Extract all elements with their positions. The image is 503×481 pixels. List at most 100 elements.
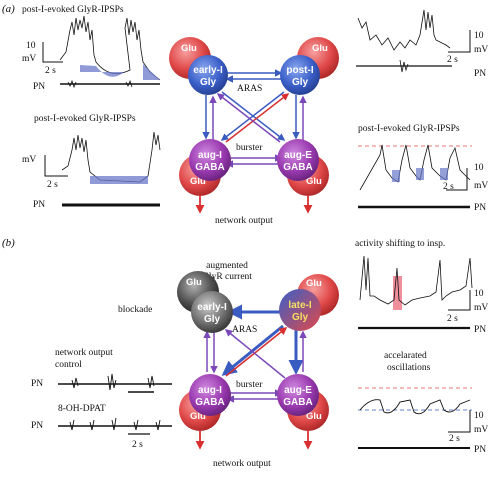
b-node-late-i (279, 289, 321, 331)
b-pn-drug: PN (31, 421, 43, 431)
b-trace-activity (358, 255, 473, 330)
b-pn-control: PN (31, 379, 43, 389)
panel-b-label: (b) (2, 237, 15, 249)
svg-text:Gly: Gly (200, 77, 217, 88)
svg-text:Glu: Glu (306, 411, 322, 422)
a-node-aug-e (277, 139, 319, 181)
svg-text:PN: PN (474, 445, 486, 455)
svg-text:10: 10 (26, 41, 36, 51)
a-ipsp-fill-1 (80, 65, 124, 77)
b-accel-line1: accelarated (384, 351, 427, 361)
a-node-aug-i (189, 139, 231, 181)
b-trace-control (58, 373, 172, 393)
svg-text:2 s: 2 s (447, 314, 458, 324)
a-scale-bottom-right: 10 mV 2 s PN (443, 163, 488, 213)
b-trace-accel (358, 387, 472, 449)
svg-text:PN: PN (474, 203, 486, 213)
a-pn-bottom-left: PN (33, 200, 45, 210)
svg-text:10: 10 (474, 411, 484, 421)
svg-text:early-I: early-I (193, 65, 223, 76)
a-scale-bottom-left: mV 2 s (22, 155, 68, 190)
b-arrow-late-to-augi (221, 324, 284, 376)
svg-text:Gly: Gly (204, 314, 221, 325)
a-scale-top-right: 10 mV 2 s PN (447, 30, 488, 79)
svg-text:10: 10 (474, 163, 484, 173)
b-burster-label: burster (236, 380, 263, 390)
network-b: Glu Glu Glu Glu early-I Gly late-I Gly a… (177, 271, 339, 469)
a-ipsp-fill-3 (90, 176, 148, 184)
a-burster-label: burster (236, 143, 263, 153)
svg-text:Glu: Glu (190, 176, 206, 187)
panel-a-label: (a) (2, 3, 15, 15)
b-blockade: blockade (118, 305, 152, 315)
svg-text:2 s: 2 s (132, 440, 143, 450)
svg-text:aug-E: aug-E (284, 385, 312, 396)
b-aras-label: ARAS (232, 325, 257, 335)
a-ipsp-fill-2 (143, 64, 160, 80)
svg-text:PN: PN (474, 325, 486, 335)
svg-text:Glu: Glu (306, 278, 322, 289)
a-node-post-i (280, 55, 320, 95)
svg-text:2 s: 2 s (45, 66, 56, 76)
b-drug-label: 8-OH-DPAT (58, 404, 106, 414)
svg-text:late-I: late-I (288, 300, 312, 311)
svg-text:mV: mV (22, 54, 36, 64)
network-a: Glu Glu Glu Glu early-I Gly post-I Gly a… (169, 37, 339, 226)
svg-text:PN: PN (474, 69, 486, 79)
b-highlight-bar (393, 276, 402, 310)
b-scale-activity: 10 mV 2 s PN (447, 289, 488, 335)
svg-text:2 s: 2 s (449, 434, 460, 444)
svg-text:Glu: Glu (181, 43, 197, 54)
svg-text:GABA: GABA (195, 162, 224, 173)
svg-text:Gly: Gly (292, 312, 309, 323)
svg-text:10: 10 (474, 31, 484, 41)
svg-text:Gly: Gly (292, 77, 309, 88)
svg-text:GABA: GABA (195, 397, 224, 408)
b-node-aug-i (189, 374, 231, 416)
svg-text:mV: mV (474, 425, 488, 435)
b-trace-drug: 2 s (58, 417, 172, 450)
a-node-early-i (188, 55, 228, 95)
svg-text:mV: mV (22, 155, 36, 165)
b-node-early-i-blocked (191, 291, 233, 333)
svg-text:mV: mV (474, 181, 488, 191)
svg-text:Glu: Glu (186, 277, 202, 288)
a-title-bottom-right: post-I-evoked GlyR-IPSPs (358, 124, 460, 134)
a-trace-bottom-right (358, 144, 472, 209)
svg-text:mV: mV (474, 303, 488, 313)
b-activity-title: activity shifting to insp. (355, 238, 445, 249)
svg-text:2 s: 2 s (47, 180, 58, 190)
a-trace-top-left (59, 15, 161, 89)
a-title-top-left: post-I-evoked GlyR-IPSPs (22, 5, 124, 15)
svg-text:Glu: Glu (190, 411, 206, 422)
svg-text:aug-I: aug-I (198, 385, 222, 396)
svg-text:GABA: GABA (283, 397, 312, 408)
svg-text:GABA: GABA (283, 162, 312, 173)
a-title-bottom-left: post-I-evoked GlyR-IPSPs (34, 114, 136, 124)
svg-text:Glu: Glu (306, 176, 322, 187)
svg-text:2 s: 2 s (447, 55, 458, 65)
b-augmented-line2: GlyR current (202, 272, 252, 282)
b-augmented-line1: augmented (206, 261, 248, 271)
a-pn-top-left: PN (33, 82, 45, 92)
a-scale-top-left: 10 mV 2 s (22, 41, 63, 76)
b-network-output: network output (213, 459, 271, 469)
svg-text:post-I: post-I (286, 65, 313, 76)
b-control-line2: control (55, 360, 82, 370)
b-accel-line2: oscillations (387, 363, 431, 373)
svg-text:10: 10 (474, 289, 484, 299)
svg-text:early-I: early-I (197, 302, 227, 313)
a-aras-label: ARAS (237, 84, 262, 94)
b-control-line1: network output (55, 348, 113, 358)
b-node-aug-e (277, 374, 319, 416)
svg-text:aug-E: aug-E (284, 150, 312, 161)
svg-text:Glu: Glu (312, 43, 328, 54)
a-trace-bottom-left (61, 131, 161, 207)
svg-text:2 s: 2 s (443, 182, 454, 192)
a-network-output: network output (215, 216, 273, 226)
svg-text:mV: mV (474, 45, 488, 55)
b-scale-accel: 10 mV 2 s PN (448, 410, 488, 455)
a-trace-top-right (356, 9, 452, 73)
